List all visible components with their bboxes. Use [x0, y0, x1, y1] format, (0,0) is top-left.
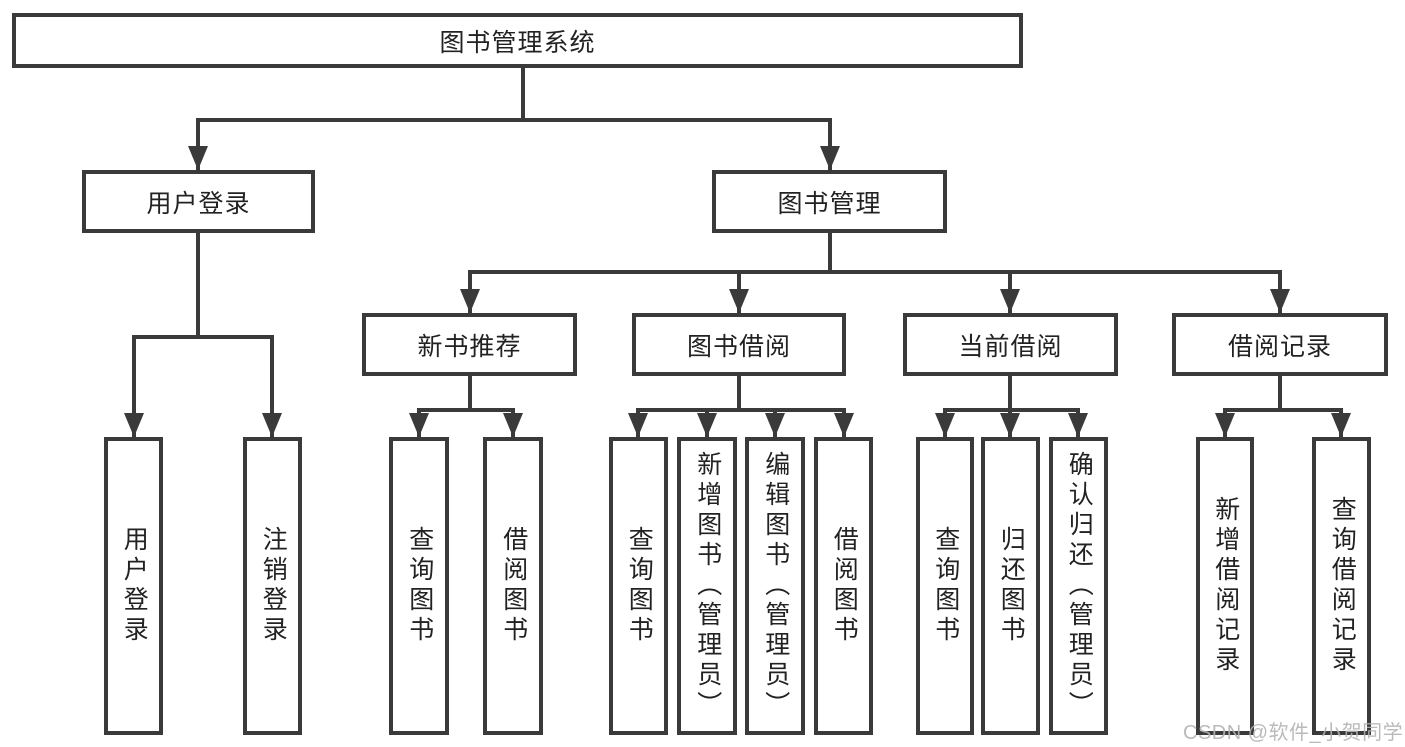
- leaf-user-login: 用户登录: [104, 437, 163, 735]
- connector-stem: [468, 376, 472, 408]
- leaf-query-borrow-record: 查询借阅记录: [1312, 437, 1371, 735]
- node-book-management: 图书管理: [712, 170, 947, 233]
- connector-stem: [196, 233, 200, 335]
- leaf-borrow-books-recommend: 借阅图书: [483, 437, 543, 735]
- connector-bar: [943, 408, 1080, 412]
- node-label: 图书借阅: [686, 332, 791, 361]
- arrowhead-down-icon: [124, 413, 144, 437]
- node-label: 查询图书: [405, 526, 434, 646]
- node-label: 查询借阅记录: [1328, 496, 1357, 676]
- node-label: 借阅记录: [1227, 332, 1332, 361]
- arrowhead-down-icon: [1331, 413, 1351, 437]
- node-label: 借阅图书: [499, 526, 528, 646]
- leaf-logout: 注销登录: [243, 437, 302, 735]
- node-current-borrowing: 当前借阅: [903, 313, 1118, 376]
- connector-bar: [132, 335, 274, 339]
- arrowhead-down-icon: [628, 413, 648, 437]
- arrowhead-down-icon: [820, 146, 840, 170]
- csdn-watermark: CSDN @软件_小贺同学: [1183, 722, 1404, 744]
- arrowhead-down-icon: [460, 289, 480, 313]
- node-label: 图书管理: [777, 189, 882, 218]
- node-label: 注销登录: [259, 526, 288, 646]
- connector-stem: [521, 68, 525, 118]
- arrowhead-down-icon: [697, 413, 717, 437]
- arrowhead-down-icon: [1215, 413, 1235, 437]
- node-label: 编辑图书（管理员）: [761, 451, 790, 721]
- arrowhead-down-icon: [765, 413, 785, 437]
- node-label: 归还图书: [997, 526, 1026, 646]
- node-borrowing-records: 借阅记录: [1172, 313, 1388, 376]
- connector-stem: [828, 233, 832, 270]
- node-label: 确认归还（管理员）: [1065, 451, 1094, 721]
- node-label: 当前借阅: [958, 332, 1063, 361]
- node-label: 新书推荐: [417, 332, 522, 361]
- leaf-query-books-current: 查询图书: [916, 437, 974, 735]
- node-new-book-recommend: 新书推荐: [362, 313, 577, 376]
- connector-bar: [417, 408, 515, 412]
- leaf-return-book: 归还图书: [981, 437, 1040, 735]
- node-root: 图书管理系统: [12, 13, 1023, 68]
- node-label: 查询图书: [931, 526, 960, 646]
- node-label: 借阅图书: [830, 526, 859, 646]
- connector-bar: [1223, 408, 1343, 412]
- connector-stem: [1008, 376, 1012, 408]
- arrowhead-down-icon: [1000, 289, 1020, 313]
- connector-stem: [1278, 376, 1282, 408]
- arrowhead-down-icon: [409, 413, 429, 437]
- arrowhead-down-icon: [188, 146, 208, 170]
- connector-drop: [270, 339, 274, 437]
- connector-bar: [196, 118, 832, 122]
- connector-drop: [132, 339, 136, 437]
- arrowhead-down-icon: [1068, 413, 1088, 437]
- leaf-edit-book-admin: 编辑图书（管理员）: [745, 437, 805, 735]
- arrowhead-down-icon: [834, 413, 854, 437]
- node-user-login: 用户登录: [82, 170, 315, 233]
- leaf-confirm-return-admin: 确认归还（管理员）: [1049, 437, 1108, 735]
- connector-stem: [737, 376, 741, 408]
- arrowhead-down-icon: [729, 289, 749, 313]
- arrowhead-down-icon: [503, 413, 523, 437]
- node-label: 查询图书: [625, 526, 654, 646]
- arrowhead-down-icon: [262, 413, 282, 437]
- arrowhead-down-icon: [1270, 289, 1290, 313]
- node-book-borrowing: 图书借阅: [632, 313, 846, 376]
- leaf-query-books-recommend: 查询图书: [389, 437, 449, 735]
- arrowhead-down-icon: [1000, 413, 1020, 437]
- leaf-add-book-admin: 新增图书（管理员）: [677, 437, 737, 735]
- node-label: 新增借阅记录: [1211, 496, 1240, 676]
- connector-bar: [468, 270, 1282, 274]
- node-label: 图书管理系统: [439, 28, 596, 57]
- node-label: 用户登录: [146, 189, 251, 218]
- connector-bar: [636, 408, 846, 412]
- leaf-query-books-borrowing: 查询图书: [609, 437, 668, 735]
- node-label: 新增图书（管理员）: [693, 451, 722, 721]
- leaf-borrow-books-borrowing: 借阅图书: [814, 437, 873, 735]
- leaf-add-borrow-record: 新增借阅记录: [1196, 437, 1254, 735]
- node-label: 用户登录: [120, 526, 149, 646]
- arrowhead-down-icon: [935, 413, 955, 437]
